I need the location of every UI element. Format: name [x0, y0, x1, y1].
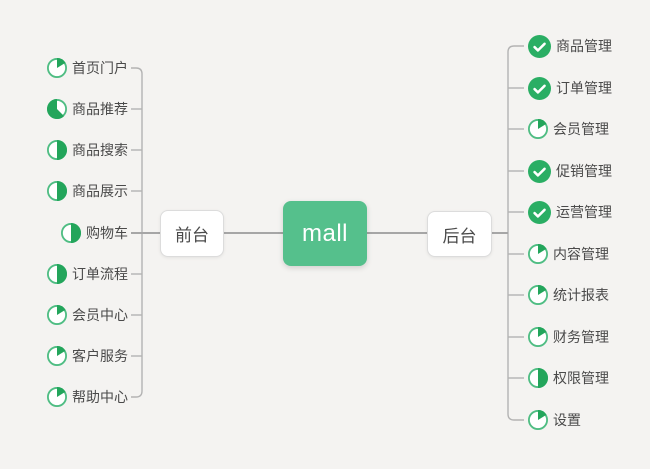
topic-left-1[interactable]: 商品推荐 [47, 97, 128, 121]
progress-pie-low-icon [528, 327, 548, 347]
topic-right-4[interactable]: 运营管理 [528, 200, 612, 224]
topic-label: 内容管理 [553, 246, 609, 262]
check-circle-icon [528, 76, 551, 100]
check-circle-icon [528, 159, 551, 183]
topic-left-7[interactable]: 客户服务 [47, 344, 128, 368]
progress-pie-half-icon [61, 223, 81, 243]
progress-pie-low-icon [47, 387, 67, 407]
branch-node-frontend[interactable]: 前台 [160, 210, 224, 257]
topic-label: 订单管理 [556, 80, 612, 96]
topic-left-5[interactable]: 订单流程 [47, 262, 128, 286]
progress-pie-low-icon [47, 346, 67, 366]
topic-label: 财务管理 [553, 329, 609, 345]
topic-label: 促销管理 [556, 163, 612, 179]
topic-label: 客户服务 [72, 348, 128, 364]
topic-left-2[interactable]: 商品搜索 [47, 138, 128, 162]
topic-right-6[interactable]: 统计报表 [528, 283, 609, 307]
topic-label: 统计报表 [553, 287, 609, 303]
topic-label: 首页门户 [72, 60, 128, 76]
root-node-label: mall [301, 219, 348, 247]
progress-pie-low-icon [47, 305, 67, 325]
progress-pie-low-icon [528, 119, 548, 139]
topic-label: 设置 [553, 412, 581, 428]
topic-label: 订单流程 [72, 266, 128, 282]
topic-right-7[interactable]: 财务管理 [528, 325, 609, 349]
root-node[interactable]: mall [283, 201, 367, 266]
progress-pie-low-icon [528, 285, 548, 305]
topic-left-8[interactable]: 帮助中心 [47, 385, 128, 409]
topic-left-4[interactable]: 购物车 [61, 221, 128, 245]
topic-label: 会员管理 [553, 121, 609, 137]
topic-label: 权限管理 [553, 370, 609, 386]
branch-node-label: 前台 [175, 226, 209, 245]
branch-node-label: 后台 [442, 226, 477, 246]
topic-right-5[interactable]: 内容管理 [528, 242, 609, 266]
topic-label: 商品展示 [72, 183, 128, 199]
progress-pie-half-icon [47, 181, 67, 201]
progress-pie-half-icon [528, 368, 548, 388]
connector-line [131, 67, 143, 398]
check-circle-icon [528, 200, 551, 224]
topic-left-3[interactable]: 商品展示 [47, 179, 128, 203]
topic-right-3[interactable]: 促销管理 [528, 159, 612, 183]
topic-right-9[interactable]: 设置 [528, 408, 581, 432]
progress-pie-low-icon [528, 410, 548, 430]
topic-right-8[interactable]: 权限管理 [528, 366, 609, 390]
progress-pie-high-icon [47, 99, 67, 119]
topic-label: 帮助中心 [72, 389, 128, 405]
progress-pie-low-icon [528, 244, 548, 264]
topic-label: 商品推荐 [72, 101, 128, 117]
topic-left-6[interactable]: 会员中心 [47, 303, 128, 327]
topic-label: 运营管理 [556, 204, 612, 220]
connector-line [507, 45, 524, 421]
topic-right-0[interactable]: 商品管理 [528, 34, 612, 58]
topic-label: 购物车 [86, 225, 128, 241]
progress-pie-half-icon [47, 264, 67, 284]
check-circle-icon [528, 34, 551, 58]
topic-label: 商品管理 [556, 38, 612, 54]
topic-label: 会员中心 [72, 307, 128, 323]
topic-right-1[interactable]: 订单管理 [528, 76, 612, 100]
progress-pie-low-icon [47, 58, 67, 78]
progress-pie-half-icon [47, 140, 67, 160]
topic-right-2[interactable]: 会员管理 [528, 117, 609, 141]
branch-node-backend[interactable]: 后台 [427, 211, 492, 257]
topic-left-0[interactable]: 首页门户 [47, 56, 128, 80]
topic-label: 商品搜索 [72, 142, 128, 158]
